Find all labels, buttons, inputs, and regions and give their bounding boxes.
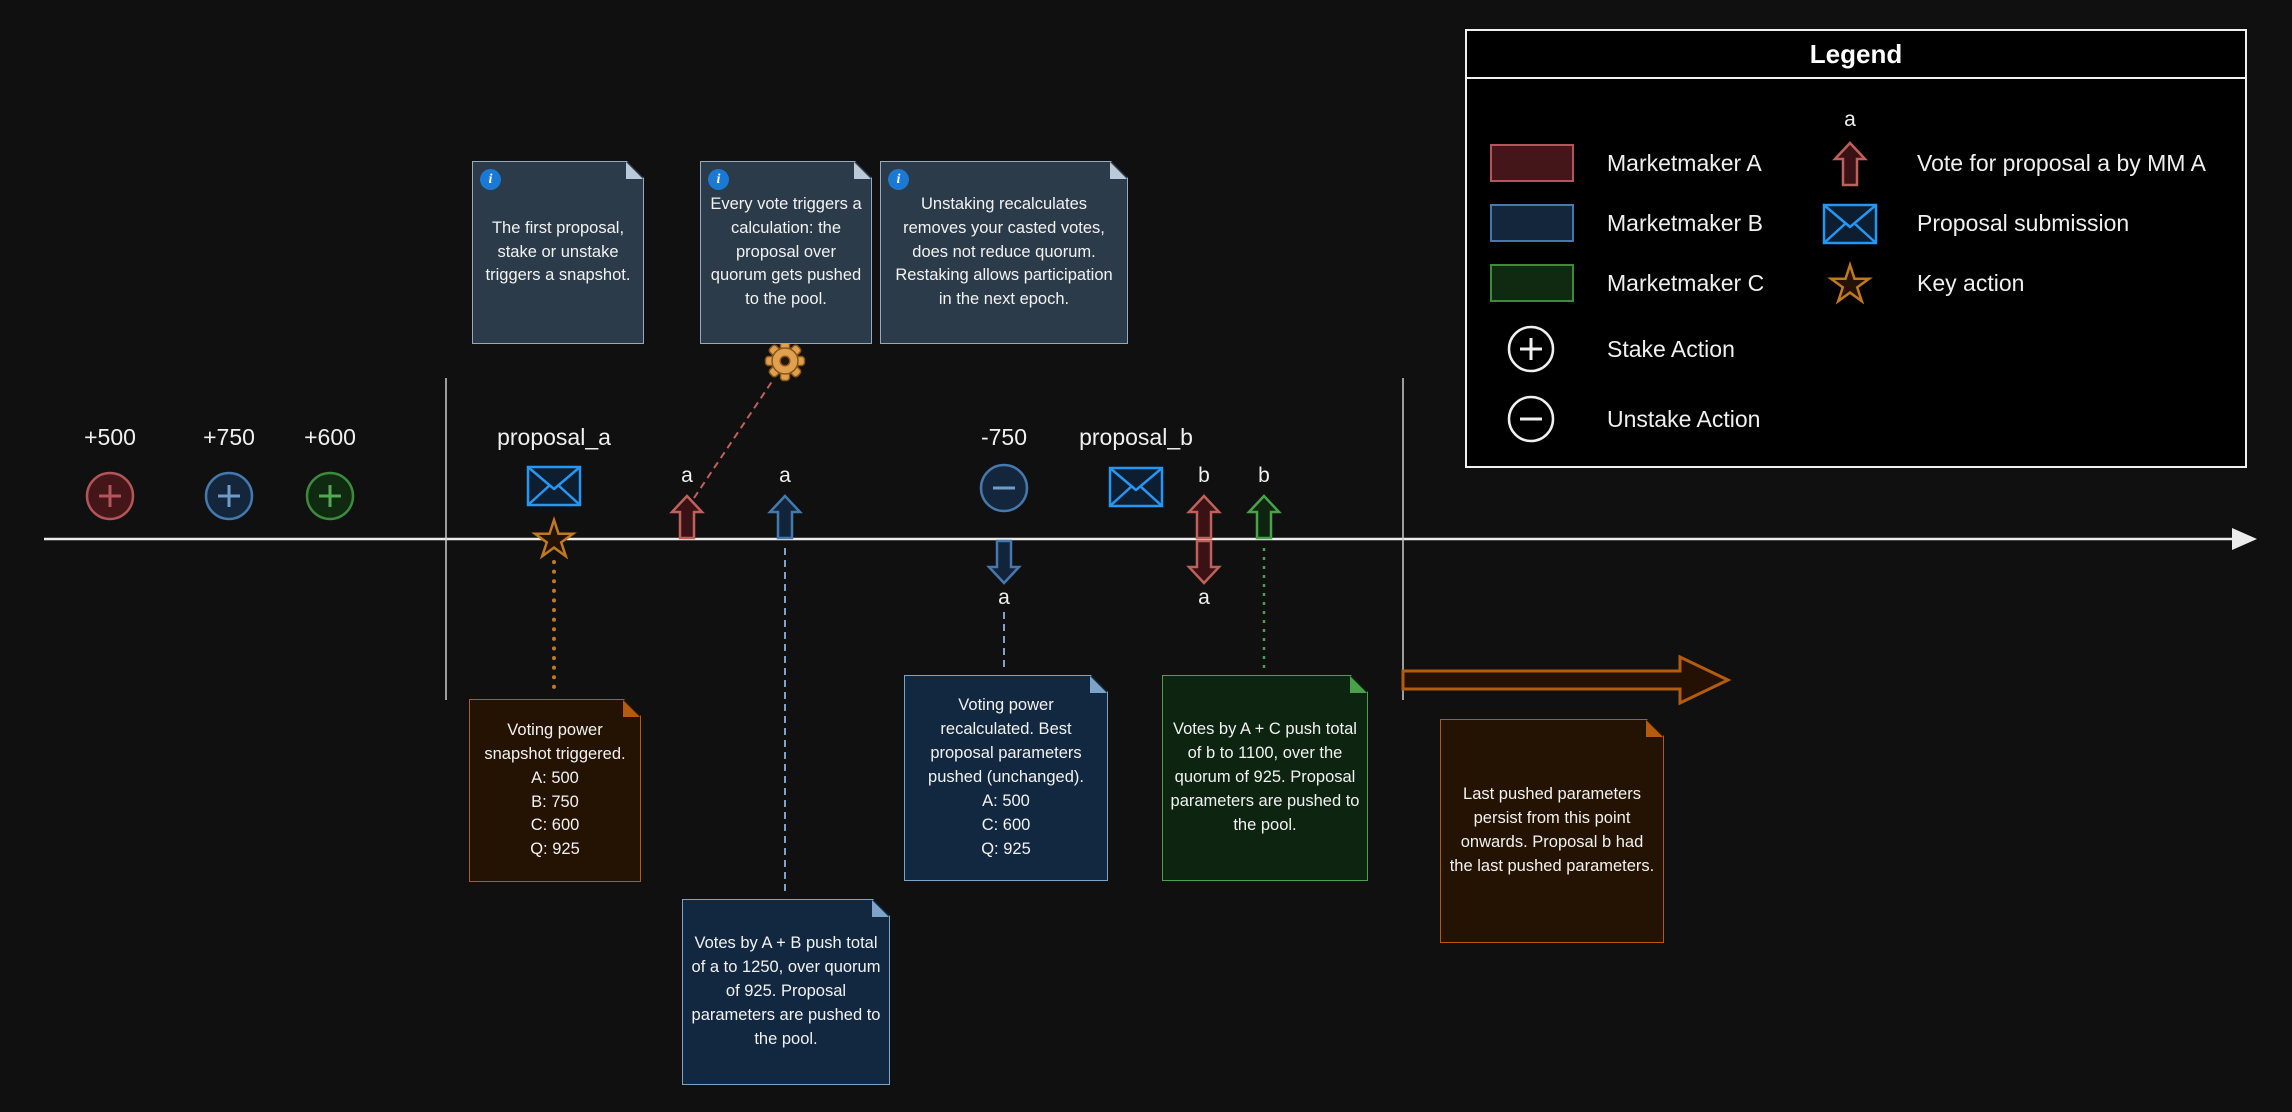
- vote-legend-label: Vote for proposal a by MM A: [1917, 149, 2206, 176]
- info-note-first-proposal: i The first proposal, stake or unstake t…: [472, 161, 644, 344]
- info-icon: i: [888, 169, 909, 190]
- vote-b-by-mmA-arrow: [1187, 494, 1221, 540]
- note-snapshot-triggered-text: Voting power snapshot triggered. A: 500 …: [484, 720, 626, 859]
- legend-panel: Legend Marketmaker A Marketmaker B Marke…: [1465, 29, 2247, 468]
- vote-a-removed-by-mmA-arrow: [1187, 539, 1221, 585]
- stake-action-mmB-icon: [204, 471, 254, 521]
- marketmaker-c-swatch: [1490, 264, 1574, 302]
- note-voting-power-recalculated-text: Voting power recalculated. Best proposal…: [928, 696, 1084, 858]
- note-push-proposal-b: Votes by A + C push total of b to 1100, …: [1162, 675, 1368, 881]
- removed-vote-a-label: a: [998, 586, 1010, 609]
- note-push-proposal-b-text: Votes by A + C push total of b to 1100, …: [1170, 720, 1360, 834]
- key-action-label: Key action: [1917, 269, 2025, 296]
- stake-c-amount-label: +600: [304, 424, 356, 450]
- stake-action-icon: [1507, 325, 1555, 373]
- parameters-persist-arrow: [1401, 654, 1732, 706]
- info-note-unstaking-text: Unstaking recalculates removes your cast…: [895, 194, 1113, 309]
- info-icon: i: [708, 169, 729, 190]
- note-parameters-persist: Last pushed parameters persist from this…: [1440, 719, 1664, 943]
- vote-a-by-mmB-label: a: [779, 464, 791, 487]
- unstake-action-label: Unstake Action: [1607, 405, 1761, 432]
- info-note-first-proposal-text: The first proposal, stake or unstake tri…: [485, 218, 631, 285]
- vote-a-removed-by-unstake-arrow: [987, 539, 1021, 585]
- info-note-vote-calculation-text: Every vote triggers a calculation: the p…: [710, 194, 862, 309]
- proposal-b-envelope-icon: [1108, 466, 1164, 508]
- proposal-a-label: proposal_a: [497, 424, 611, 450]
- vote-a-by-mmA-arrow: [670, 494, 704, 540]
- removed-vote-a-by-mmA-label: a: [1198, 586, 1210, 609]
- proposal-submission-label: Proposal submission: [1917, 209, 2130, 236]
- marketmaker-a-swatch: [1490, 144, 1574, 182]
- legend-title: Legend: [1467, 31, 2245, 79]
- gear-icon: [764, 340, 806, 382]
- note-voting-power-recalculated: Voting power recalculated. Best proposal…: [904, 675, 1108, 881]
- unstake-action-icon: [1507, 395, 1555, 443]
- key-action-icon: [1829, 263, 1871, 303]
- info-note-vote-calculation: i Every vote triggers a calculation: the…: [700, 161, 872, 344]
- stake-b-amount-label: +750: [203, 424, 255, 450]
- proposal-submission-icon: [1822, 203, 1878, 245]
- proposal-a-envelope-icon: [526, 465, 582, 507]
- note-push-proposal-a-text: Votes by A + B push total of a to 1250, …: [691, 934, 881, 1048]
- stake-action-mmC-icon: [305, 471, 355, 521]
- timeline-axis: [44, 528, 2257, 550]
- stake-action-mmA-icon: [85, 471, 135, 521]
- info-icon: i: [480, 169, 501, 190]
- stake-a-amount-label: +500: [84, 424, 136, 450]
- legend-vote-arrow-label: a: [1844, 108, 1856, 131]
- vote-arrow-icon: [1833, 141, 1867, 187]
- vote-a-by-mmA-label: a: [681, 464, 693, 487]
- stake-action-label: Stake Action: [1607, 335, 1735, 362]
- key-action-star-icon: [533, 518, 575, 558]
- note-parameters-persist-text: Last pushed parameters persist from this…: [1449, 785, 1655, 875]
- unstake-b-amount-label: -750: [980, 424, 1028, 450]
- note-push-proposal-a: Votes by A + B push total of a to 1250, …: [682, 899, 890, 1085]
- marketmaker-a-label: Marketmaker A: [1607, 149, 1762, 176]
- timeline-arrowhead: [2232, 528, 2257, 550]
- vote-b-by-mmA-label: b: [1198, 464, 1210, 487]
- vote-a-by-mmB-arrow: [768, 494, 802, 540]
- info-note-unstaking: i Unstaking recalculates removes your ca…: [880, 161, 1128, 344]
- note-snapshot-triggered: Voting power snapshot triggered. A: 500 …: [469, 699, 641, 882]
- marketmaker-c-label: Marketmaker C: [1607, 269, 1765, 296]
- vote-b-by-mmC-label: b: [1258, 464, 1270, 487]
- unstake-action-mmB-icon: [979, 463, 1029, 513]
- marketmaker-b-swatch: [1490, 204, 1574, 242]
- proposal-b-label: proposal_b: [1079, 424, 1193, 450]
- vote-b-by-mmC-arrow: [1247, 494, 1281, 540]
- marketmaker-b-label: Marketmaker B: [1607, 209, 1763, 236]
